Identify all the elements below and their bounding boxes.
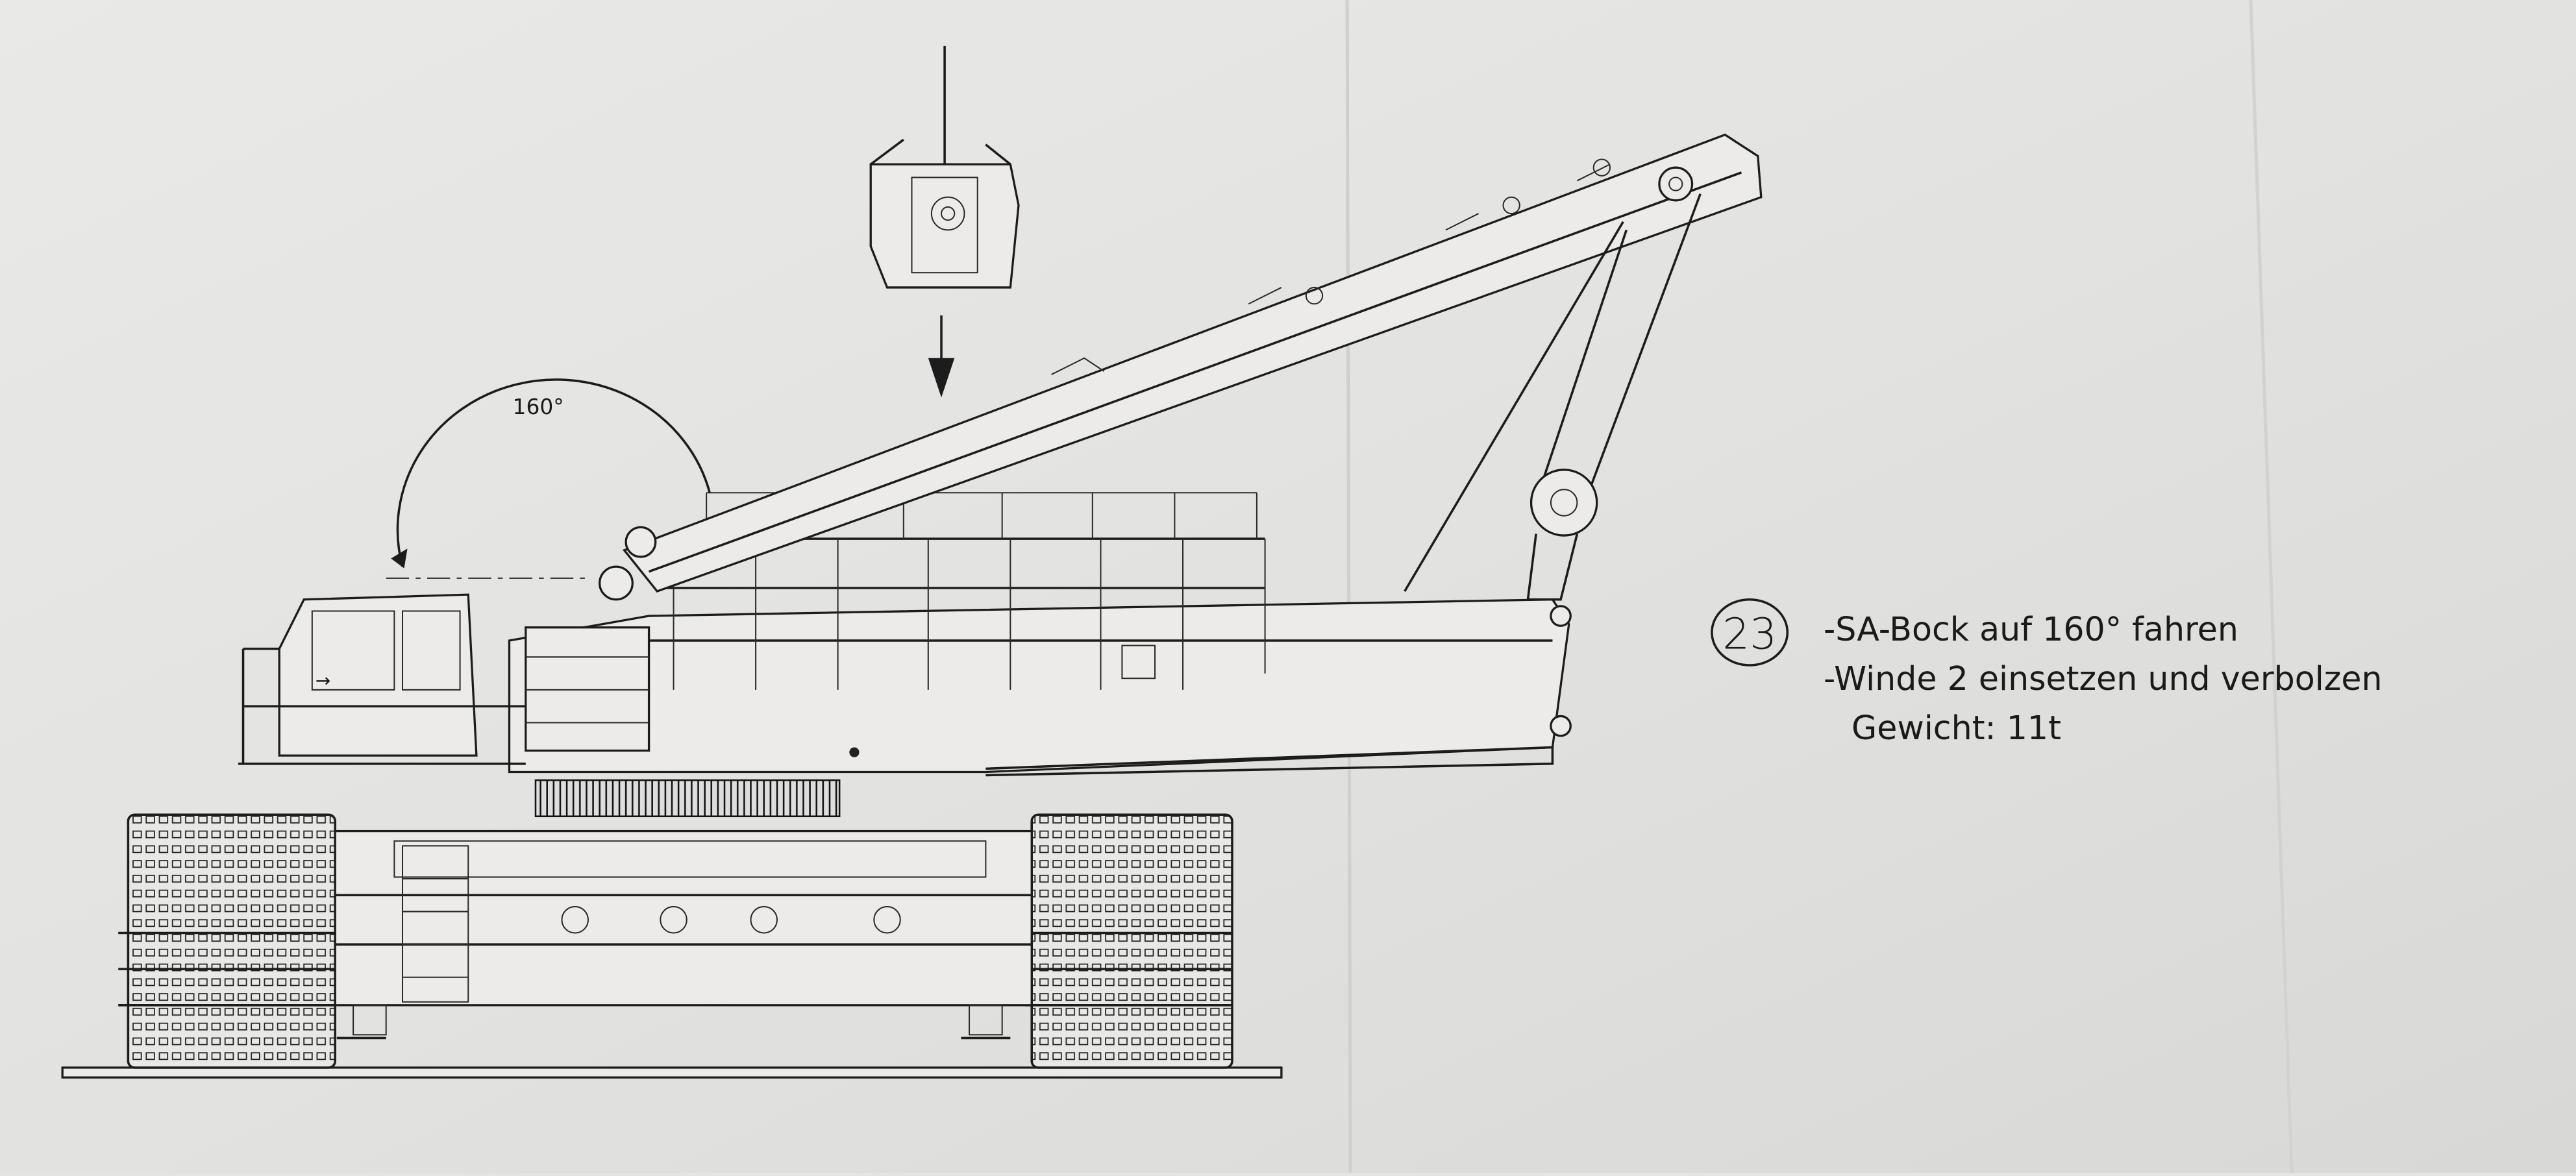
boom-pendants — [1404, 193, 1702, 592]
angle-label: 160° — [513, 394, 564, 419]
left-crawler-track — [118, 813, 337, 1069]
step-number-circle — [1711, 598, 1789, 667]
step-annotation: 23 -SA-Bock auf 160° fahren -Winde 2 ein… — [1711, 598, 2383, 747]
weight-label: Gewicht: 11t — [1852, 709, 2061, 747]
superstructure — [508, 598, 1572, 777]
instruction-line-1: -SA-Bock auf 160° fahren — [1824, 610, 2238, 648]
slewing-ring — [534, 779, 841, 818]
carbody — [334, 829, 1033, 1040]
rotation-angle-indicator: 160° — [386, 378, 711, 579]
winch-2 — [1526, 469, 1598, 601]
derrick-boom — [599, 133, 1763, 601]
paper-fold — [2249, 0, 2294, 1173]
ground-line — [61, 1066, 1283, 1079]
step-number: 23 — [1722, 609, 1777, 659]
down-arrow-icon — [928, 315, 955, 398]
right-crawler-track — [1025, 813, 1233, 1069]
cab-arrow-glyph: → — [316, 670, 330, 691]
paper-fold — [1345, 0, 1352, 1173]
instruction-line-2: -Winde 2 einsetzen und verbolzen — [1824, 659, 2383, 698]
operator-cab: → — [238, 593, 526, 765]
winch-detail-view — [869, 45, 1020, 289]
